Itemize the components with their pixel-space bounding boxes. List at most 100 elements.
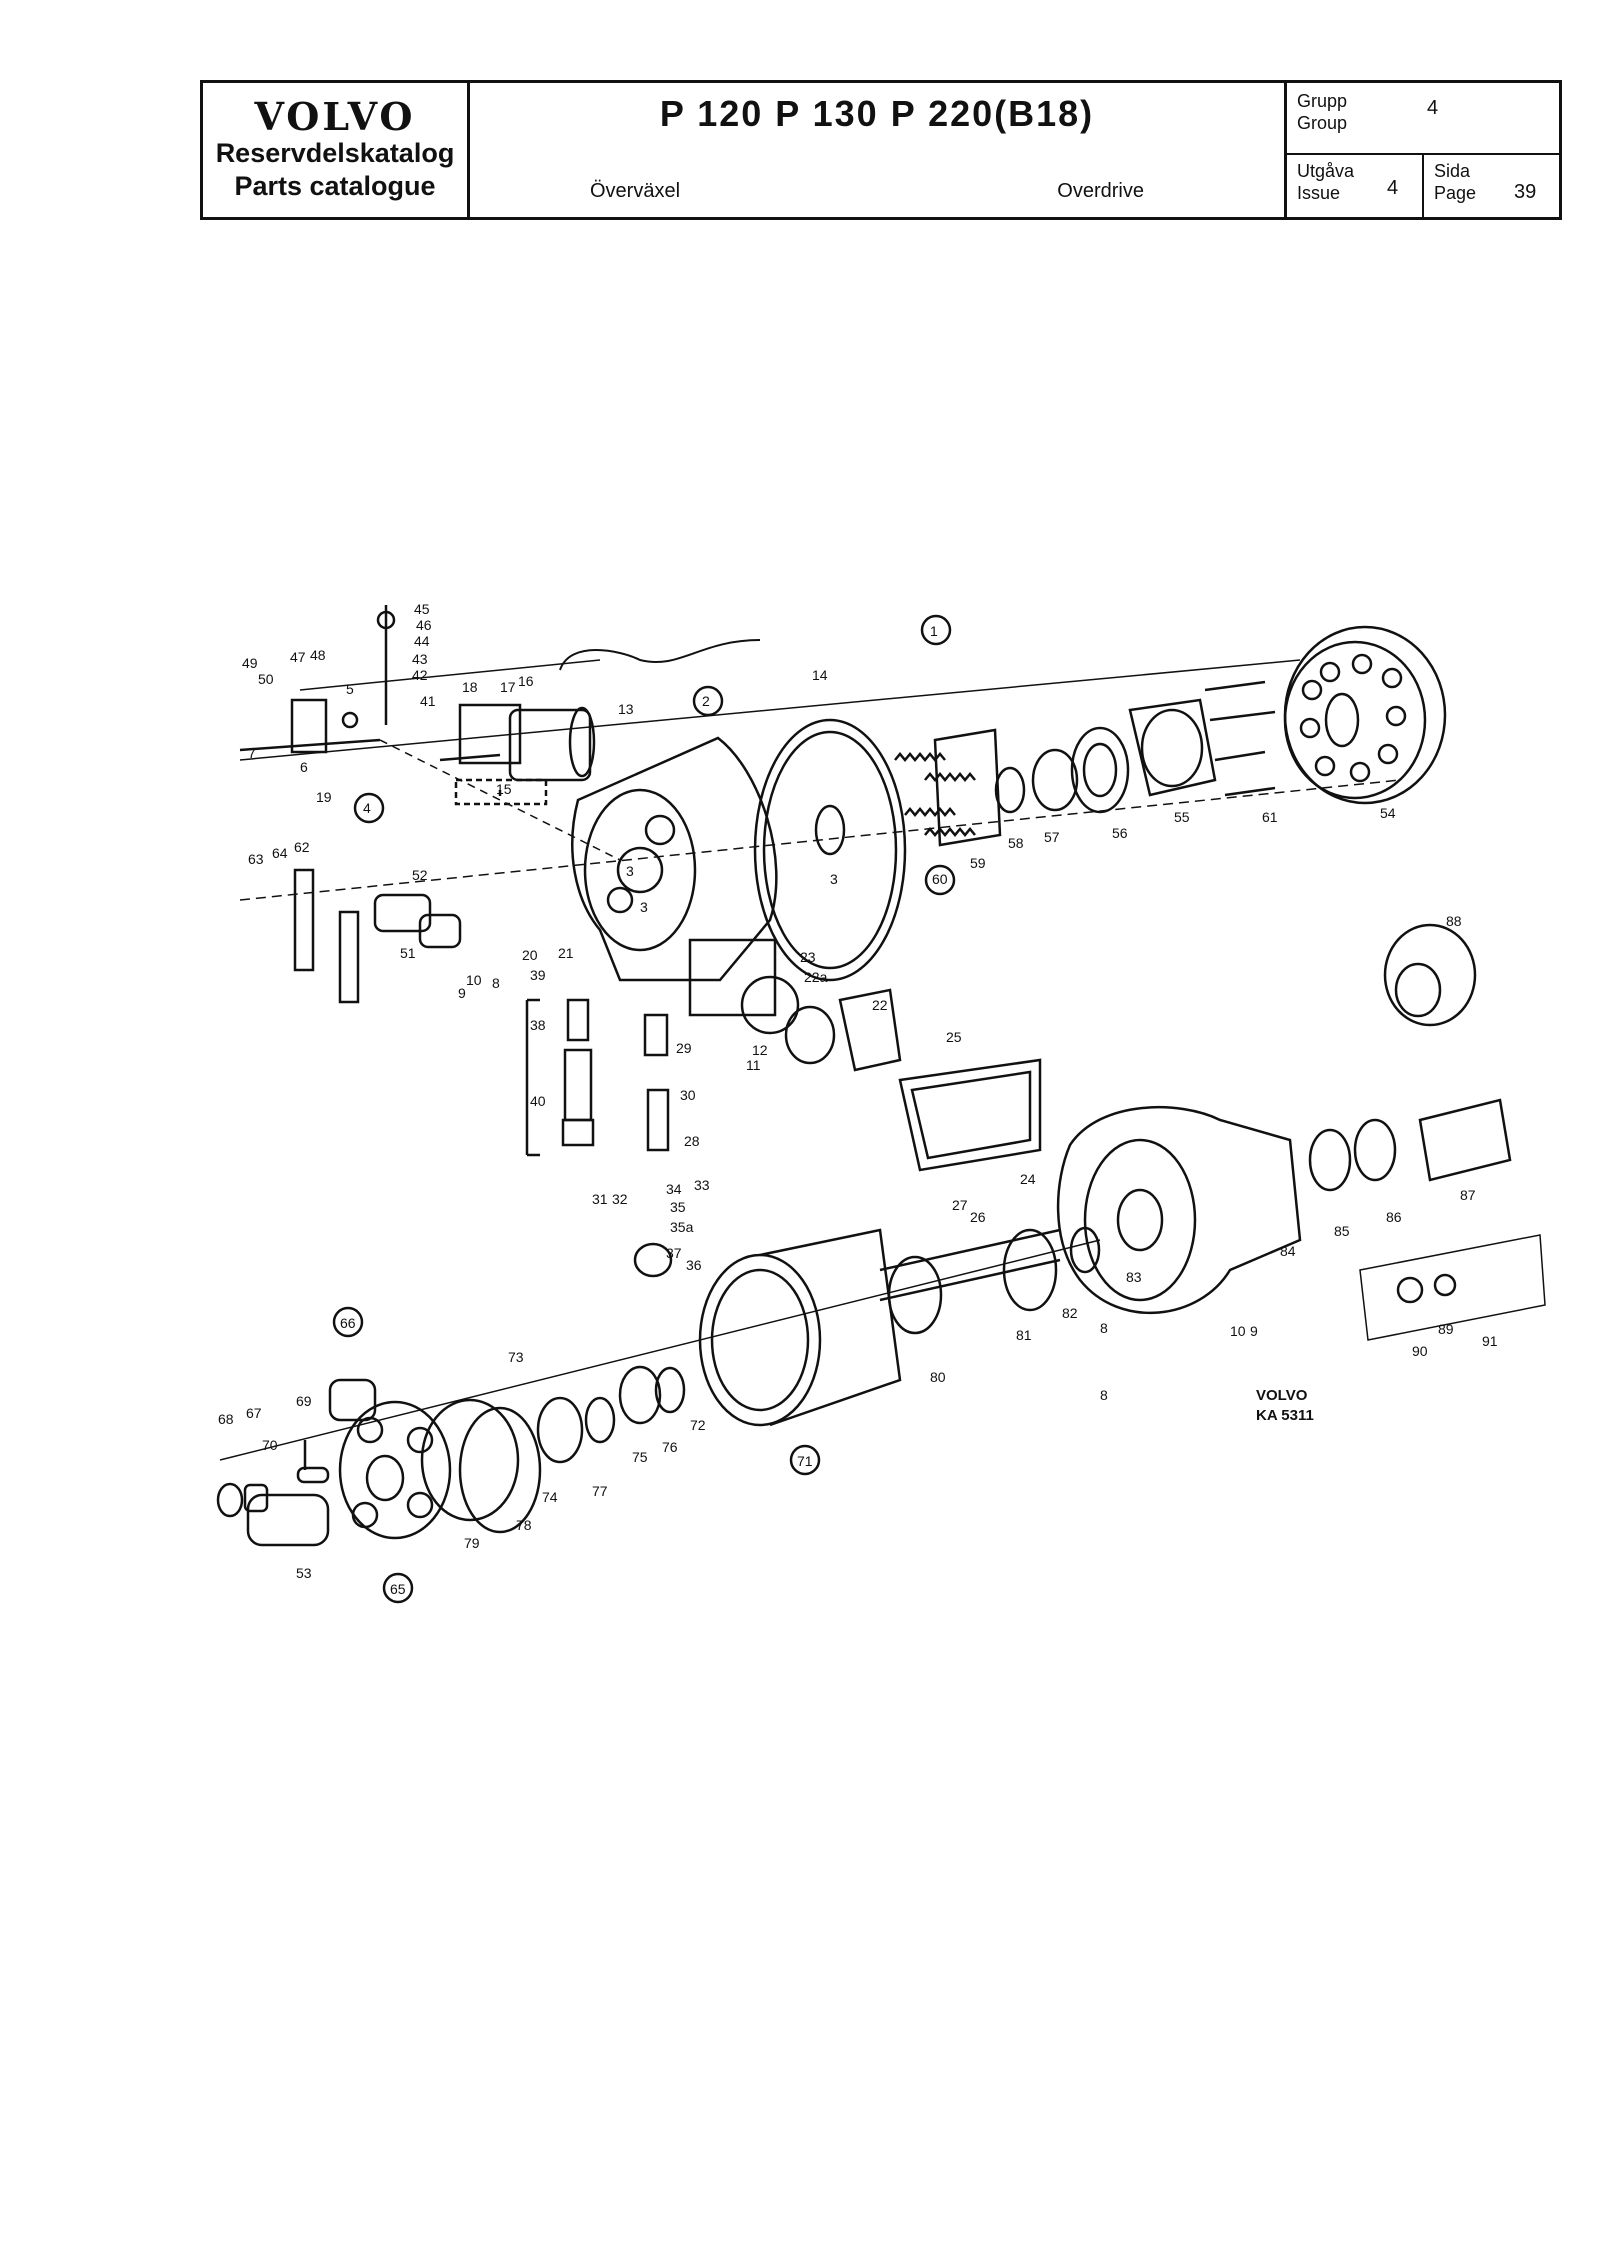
callout: 75	[632, 1449, 648, 1465]
callout: 11	[746, 1057, 761, 1073]
page-label-en: Page	[1434, 183, 1477, 203]
callout: 78	[516, 1517, 532, 1533]
issue-value: 4	[1387, 177, 1399, 199]
callout: 9	[458, 985, 466, 1001]
callout: 86	[1386, 1209, 1402, 1225]
callout: 43	[412, 651, 428, 667]
callout: 42	[412, 667, 428, 683]
callout: 27	[952, 1197, 968, 1213]
callout: 6	[300, 759, 308, 775]
callout: 70	[262, 1437, 278, 1453]
callout: 38	[530, 1017, 546, 1033]
callout: 31	[592, 1191, 608, 1207]
callout: 28	[684, 1133, 700, 1149]
callout: 3	[626, 863, 634, 879]
callout: 1	[930, 623, 938, 639]
callout: 32	[612, 1191, 628, 1207]
callout: 19	[316, 789, 332, 805]
drawing-caption: VOLVO KA 5311	[1256, 1386, 1314, 1426]
group-label-en: Group	[1297, 113, 1348, 133]
callout: 59	[970, 855, 986, 871]
callout: 25	[946, 1029, 962, 1045]
callout: 44	[414, 633, 430, 649]
group-value: 4	[1427, 97, 1439, 119]
callout: 29	[676, 1040, 692, 1056]
caption-code: KA 5311	[1256, 1407, 1314, 1424]
callout: 2	[702, 693, 710, 709]
callout: 68	[218, 1411, 234, 1427]
callout: 21	[558, 945, 574, 961]
callout: 48	[310, 647, 326, 663]
callout: 22	[872, 997, 888, 1013]
callout: 8	[1100, 1387, 1108, 1403]
callout: 55	[1174, 809, 1190, 825]
callout: 35	[670, 1199, 686, 1215]
callout: 57	[1044, 829, 1060, 845]
callout: 17	[500, 679, 516, 695]
callout: 76	[662, 1439, 678, 1455]
callout: 37	[666, 1245, 682, 1261]
caption-brand: VOLVO	[1256, 1387, 1308, 1404]
issue-label-sv: Utgåva	[1297, 161, 1355, 181]
callout: 51	[400, 945, 416, 961]
model-list: P 120 P 130 P 220(B18)	[659, 93, 1095, 134]
section-title-en: Overdrive	[1057, 180, 1144, 202]
callout: 5	[346, 681, 354, 697]
callout: 10	[466, 972, 482, 988]
drawing-artwork	[216, 605, 1546, 1604]
callout: 81	[1016, 1327, 1032, 1343]
callout: 9	[1250, 1323, 1258, 1339]
callout: 88	[1446, 913, 1462, 929]
callout: 60	[932, 871, 948, 887]
callout: 79	[464, 1535, 480, 1551]
page-cell: Sida Page 39	[1422, 153, 1559, 217]
callout-labels: 1 2 3 3 3 4 5 6 7 8 8 8 9 9 10 10 11 12 …	[218, 601, 1498, 1597]
callout: 80	[930, 1369, 946, 1385]
brand-cell: VOLVO Reservdelskatalog Parts catalogue	[203, 83, 470, 217]
catalog-title-sv: Reservdelskatalog	[215, 138, 455, 168]
callout: 72	[690, 1417, 706, 1433]
callout: 20	[522, 947, 538, 963]
page-value: 39	[1514, 181, 1537, 203]
callout: 18	[462, 679, 478, 695]
callout: 10	[1230, 1323, 1246, 1339]
callout: 69	[296, 1393, 312, 1409]
callout: 22a	[804, 969, 828, 985]
callout: 50	[258, 671, 274, 687]
callout: 8	[1100, 1320, 1108, 1336]
callout: 74	[542, 1489, 558, 1505]
callout: 46	[416, 617, 432, 633]
callout: 66	[340, 1315, 356, 1331]
callout: 58	[1008, 835, 1024, 851]
page-label-sv: Sida	[1434, 161, 1471, 181]
callout: 26	[970, 1209, 986, 1225]
callout: 41	[420, 693, 436, 709]
callout: 40	[530, 1093, 546, 1109]
callout: 30	[680, 1087, 696, 1103]
callout: 34	[666, 1181, 682, 1197]
callout: 33	[694, 1177, 710, 1193]
callout: 47	[290, 649, 306, 665]
callout: 24	[1020, 1171, 1036, 1187]
catalog-title-en: Parts catalogue	[234, 171, 436, 201]
callout: 64	[272, 845, 288, 861]
section-title-sv: Överväxel	[590, 180, 681, 202]
callout: 23	[800, 949, 816, 965]
issue-page-row: Utgåva Issue 4 Sida Page 39	[1287, 153, 1559, 217]
callout: 62	[294, 839, 310, 855]
callout: 61	[1262, 809, 1278, 825]
meta-cell: Grupp Group 4 Utgåva Issue 4 Sida Page 3…	[1287, 83, 1559, 217]
callout: 3	[640, 899, 648, 915]
callout: 90	[1412, 1343, 1428, 1359]
callout: 71	[797, 1453, 813, 1469]
title-cell: P 120 P 130 P 220(B18) Överväxel Overdri…	[470, 83, 1287, 217]
callout: 14	[812, 667, 828, 683]
callout: 12	[752, 1042, 768, 1058]
callout: 89	[1438, 1321, 1454, 1337]
callout: 63	[248, 851, 264, 867]
callout: 73	[508, 1349, 524, 1365]
callout: 54	[1380, 805, 1396, 821]
callout: 13	[618, 701, 634, 717]
callout: 77	[592, 1483, 608, 1499]
